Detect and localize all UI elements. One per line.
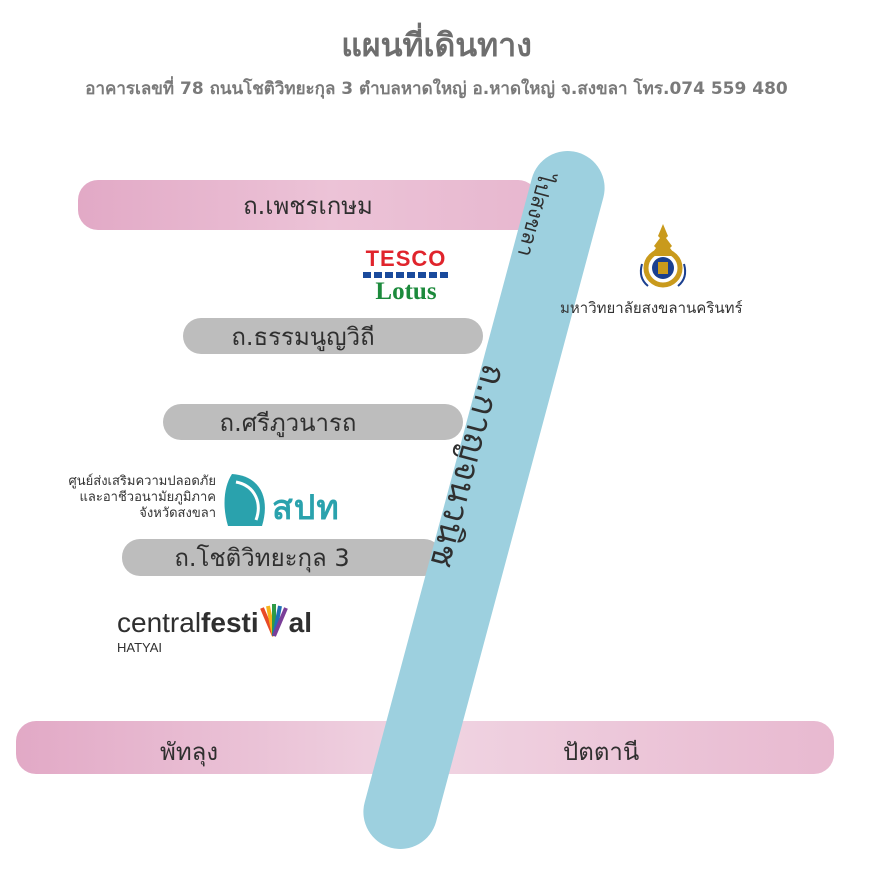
tesco-lotus-logo: TESCO Lotus	[348, 240, 464, 312]
road-phetkasem-label: ถ.เพชรเกษม	[243, 191, 373, 220]
road-thammanoonvithi-label: ถ.ธรรมนูญวิถี	[231, 322, 375, 351]
spt-logo-text: สปท	[272, 488, 340, 528]
safety-center-line3: จังหวัดสงขลา	[139, 506, 216, 521]
central-text: central	[117, 607, 202, 638]
central-city-text: HATYAI	[117, 640, 163, 655]
psu-name: มหาวิทยาลัยสงขลานครินทร์	[560, 299, 743, 317]
al-text: al	[288, 607, 312, 638]
label-pattani: ปัตตานี	[563, 738, 640, 766]
safety-center-name: ศูนย์ส่งเสริมความปลอดภัย และอาชีวอนามัยภ…	[20, 474, 217, 522]
label-phatthalung: พัทลุง	[160, 738, 219, 766]
address-line: อาคารเลขที่ 78 ถนนโชติวิทยะกุล 3 ตำบลหาด…	[85, 79, 788, 99]
road-chotwittayakul3-label: ถ.โชติวิทยะกุล 3	[174, 544, 350, 572]
central-festival-logo: centralfesti al HATYAI	[117, 602, 312, 655]
festival-v-icon	[259, 604, 288, 637]
tesco-text: TESCO	[365, 246, 447, 271]
map-title: แผนที่เดินทาง	[341, 26, 532, 64]
psu-seal-icon	[639, 224, 687, 288]
road-chotwittayakul3: ถ.โชติวิทยะกุล 3	[122, 539, 442, 576]
safety-center-line1: ศูนย์ส่งเสริมความปลอดภัย	[68, 474, 217, 489]
festi-text: festi	[201, 607, 259, 638]
lotus-text: Lotus	[375, 278, 437, 305]
spt-leaf-icon	[224, 474, 265, 526]
tesco-stripes	[363, 272, 449, 278]
road-phetkasem: ถ.เพชรเกษม	[78, 180, 538, 230]
road-sriphuwanart: ถ.ศรีภูวนารถ	[163, 404, 463, 440]
safety-center-line2: และอาชีวอนามัยภูมิภาค	[79, 490, 216, 505]
road-sriphuwanart-label: ถ.ศรีภูวนารถ	[219, 408, 357, 437]
road-thammanoonvithi: ถ.ธรรมนูญวิถี	[183, 318, 483, 354]
